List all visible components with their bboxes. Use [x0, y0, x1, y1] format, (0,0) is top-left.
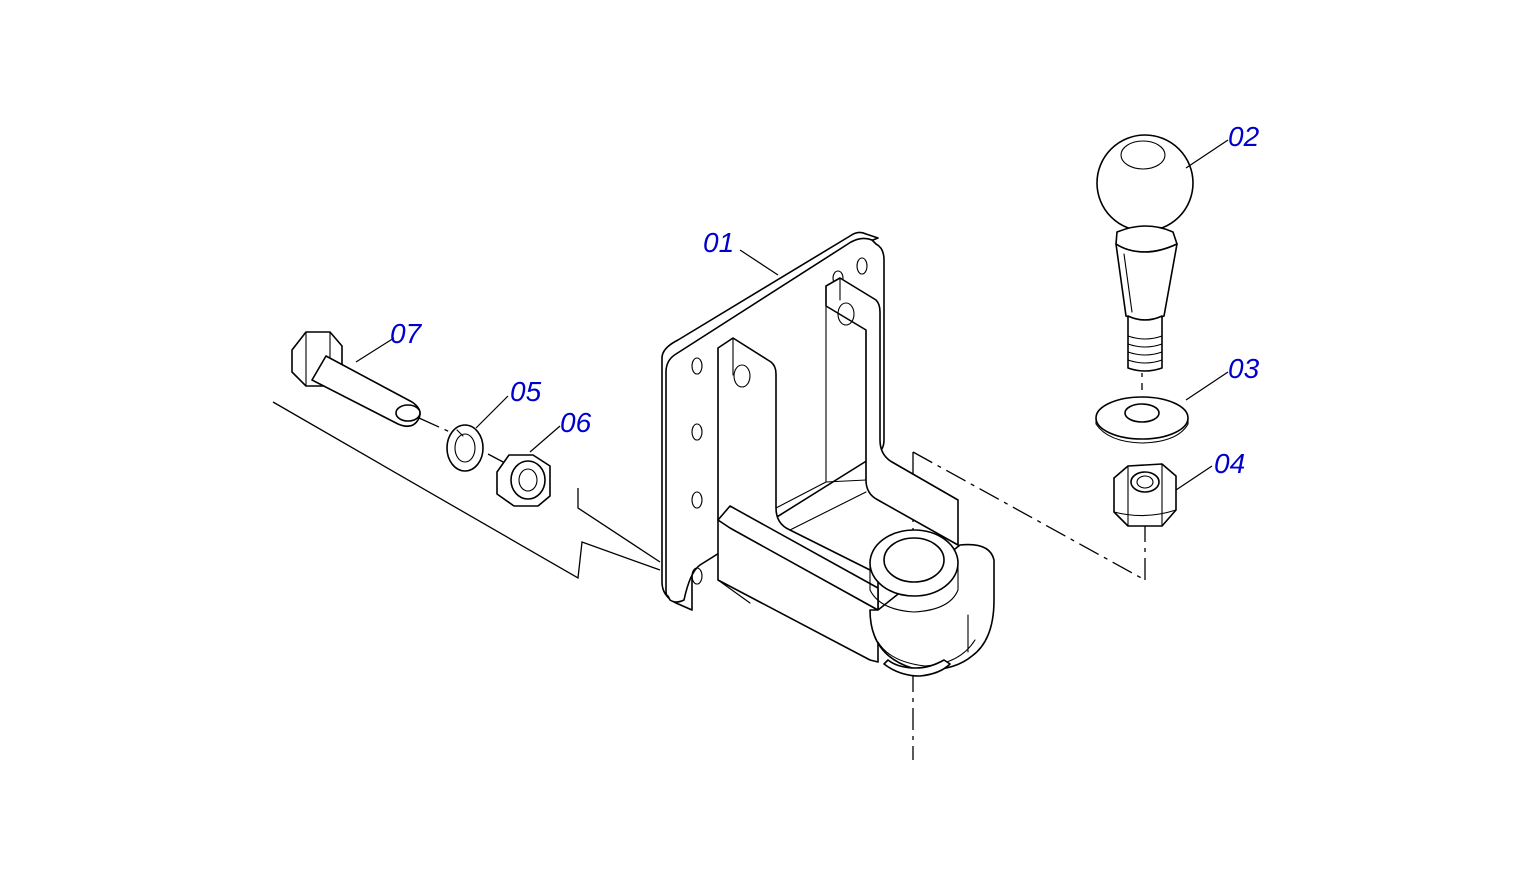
label-06: 06 [560, 407, 592, 438]
label-02: 02 [1228, 121, 1260, 152]
label-07: 07 [390, 318, 423, 349]
bracket-part-01 [661, 231, 995, 677]
label-01: 01 [703, 227, 734, 258]
part-labels: 01 02 03 04 05 06 07 [390, 121, 1260, 479]
flat-washer-part-03 [1095, 396, 1189, 444]
ball-stud-part-02 [1096, 134, 1194, 372]
nut-part-06 [496, 454, 551, 507]
label-03: 03 [1228, 353, 1260, 384]
lock-nut-part-04 [1113, 463, 1177, 527]
bolt-part-07 [291, 331, 421, 428]
label-05: 05 [510, 376, 542, 407]
leader-lines [355, 139, 1229, 491]
spring-washer-part-05 [446, 424, 484, 472]
label-04: 04 [1214, 448, 1245, 479]
frame-break-line [272, 401, 661, 580]
